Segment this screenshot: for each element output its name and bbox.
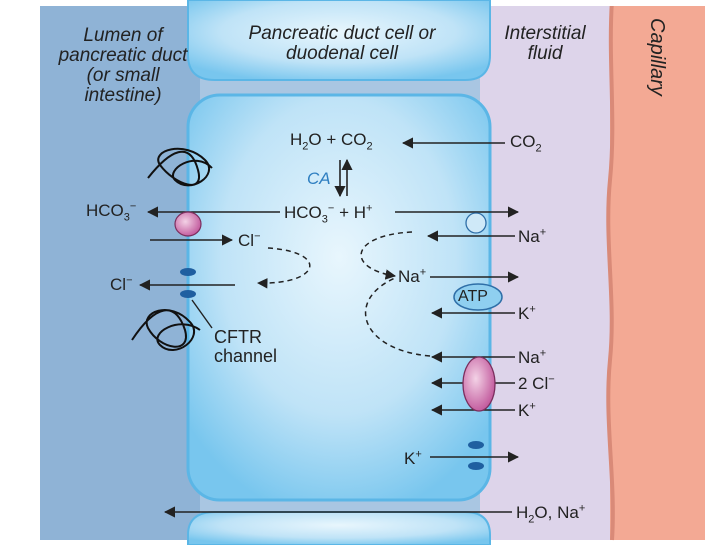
na-2-text: Na	[518, 348, 540, 367]
k-2-text: K	[518, 401, 530, 420]
na-1-text: Na	[518, 227, 540, 246]
carbonic-anhydrase-label: CA	[307, 169, 331, 188]
h-charge: +	[366, 202, 373, 215]
h2o-na-label: H2O, Na+	[516, 502, 586, 526]
hco3-lumen-label: HCO3−	[86, 200, 137, 224]
na-recycle-curve-2	[364, 277, 431, 357]
capillary-wall	[606, 0, 615, 541]
k-1-text: K	[518, 304, 530, 323]
na-recycle-curve-1	[360, 231, 413, 280]
two-cl-text: 2 Cl	[518, 374, 549, 393]
scribble-top	[147, 147, 213, 187]
hco3-l-text: HCO	[86, 201, 124, 220]
hco3-c-charge: −	[327, 202, 335, 215]
k-1-charge: +	[529, 303, 536, 316]
h2o-na-charge: +	[578, 502, 586, 515]
h2o-o: O	[308, 130, 322, 149]
nkcc-cotransporter	[462, 356, 496, 412]
na-h-exchanger	[465, 212, 487, 234]
h-text: + H	[334, 203, 366, 222]
co2-i-sub: 2	[535, 142, 542, 155]
k-channel-upper	[468, 441, 484, 449]
h2o-h: H	[290, 130, 303, 149]
atp-label: ATP	[458, 288, 488, 305]
cftr-line2: channel	[214, 345, 278, 366]
cftr-line1: CFTR	[214, 327, 262, 347]
h2o-co2-label: H2O + CO2	[290, 130, 373, 153]
k-channel-label: K+	[404, 448, 422, 468]
cl-l-text: Cl	[110, 275, 127, 294]
na-cell-label: Na+	[398, 266, 427, 286]
capillary-header: Capillary	[646, 18, 668, 96]
lumen-region	[40, 0, 200, 540]
nkcc-k-label: K+	[518, 400, 536, 420]
upper-cell	[187, 0, 491, 81]
na-2-charge: +	[539, 347, 547, 360]
cftr-pointer	[191, 299, 213, 329]
k-channel-lower	[468, 462, 484, 470]
hco3-h-label: HCO3− + H+	[284, 202, 373, 226]
hco3-c-sub: 3	[321, 213, 328, 226]
cl-hco3-exchanger	[174, 211, 202, 237]
na-c-text: Na	[398, 267, 420, 286]
k-3-text: K	[404, 449, 416, 468]
h2o-na-rest: O, Na	[534, 503, 579, 522]
lumen-header: Lumen of pancreatic duct (or small intes…	[58, 25, 188, 106]
interstitial-header: Interstitial fluid	[504, 23, 586, 64]
h2o-na-h: H	[516, 503, 529, 522]
cl-cell-label: Cl−	[238, 230, 261, 250]
co2-c: CO	[341, 130, 367, 149]
na-1-charge: +	[539, 226, 547, 239]
nkcc-cl-label: 2 Cl−	[518, 373, 555, 393]
cl-recycle-curve	[256, 247, 311, 289]
cl-c-text: Cl	[238, 231, 255, 250]
na-exchanger-label: Na+	[518, 226, 547, 246]
cftr-lower-subunit	[180, 290, 196, 298]
hco3-l-sub: 3	[123, 211, 130, 224]
h2o-sub: 2	[302, 140, 309, 153]
lower-cell	[187, 511, 491, 546]
k-pump-label: K+	[518, 303, 536, 323]
k-2-charge: +	[529, 400, 536, 413]
na-k-atpase	[453, 283, 503, 311]
cftr-label: CFTR channel	[214, 328, 277, 366]
scribble-bottom	[131, 309, 201, 351]
plus-sign: +	[321, 130, 342, 149]
na-c-charge: +	[419, 266, 427, 279]
cl-lumen-label: Cl−	[110, 274, 133, 294]
capillary-region	[610, 0, 705, 540]
duct-cell	[186, 93, 492, 502]
co2-interstitial-label: CO2	[510, 132, 542, 155]
nkcc-na-label: Na+	[518, 347, 547, 367]
two-cl-charge: −	[548, 373, 555, 386]
interstitial-region	[480, 0, 620, 540]
cl-c-charge: −	[254, 230, 261, 243]
k-3-charge: +	[415, 448, 422, 461]
co2-sub: 2	[366, 140, 373, 153]
hco3-l-charge: −	[129, 200, 137, 213]
hco3-c-text: HCO	[284, 203, 322, 222]
co2-i-c: CO	[510, 132, 536, 151]
cl-l-charge: −	[126, 274, 133, 287]
cftr-upper-subunit	[180, 268, 196, 276]
cell-header: Pancreatic duct cell or duodenal cell	[248, 23, 436, 64]
h2o-na-sub: 2	[528, 513, 535, 526]
